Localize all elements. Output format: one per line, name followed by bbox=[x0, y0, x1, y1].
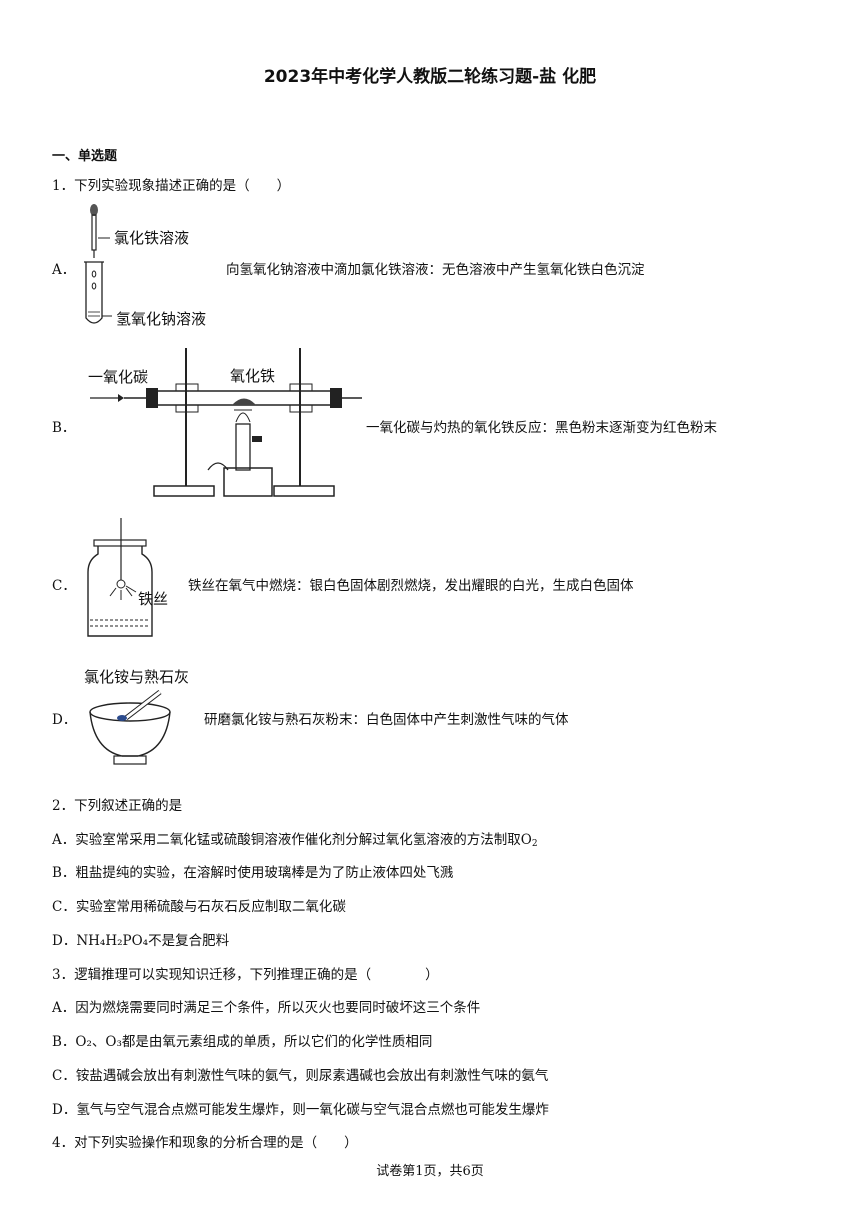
q1-option-d-text: 研磨氯化铵与熟石灰粉末：白色固体中产生刺激性气味的气体 bbox=[204, 712, 569, 728]
mortar-pestle-figure: 氯化铵与熟石灰 bbox=[84, 668, 189, 765]
q3-option-b: B．O₂、O₃都是由氧元素组成的单质，所以它们的化学性质相同 bbox=[52, 1034, 433, 1050]
question-3-stem: 3．逻辑推理可以实现知识迁移，下列推理正确的是（ ） bbox=[52, 967, 439, 983]
q1-option-c-letter: C． bbox=[52, 578, 76, 594]
q2-option-c: C．实验室常用稀硫酸与石灰石反应制取二氧化碳 bbox=[52, 899, 346, 915]
page-footer: 试卷第1页，共6页 bbox=[376, 1164, 484, 1179]
fig-label-iron-oxide: 氧化铁 bbox=[230, 367, 275, 385]
question-4-stem: 4．对下列实验操作和现象的分析合理的是（ ） bbox=[52, 1135, 358, 1151]
iron-wire-combustion-figure: 铁丝 bbox=[87, 518, 168, 637]
fig-label-ferric-chloride: 氯化铁溶液 bbox=[114, 229, 189, 247]
dropper-test-tube-figure: 氯化铁溶液 氢氧化钠溶液 bbox=[84, 204, 206, 328]
fig-label-ammonium-chloride-lime: 氯化铵与熟石灰 bbox=[84, 668, 189, 686]
q1-option-b-letter: B． bbox=[52, 420, 76, 436]
q1-option-a-text: 向氢氧化钠溶液中滴加氯化铁溶液：无色溶液中产生氢氧化铁白色沉淀 bbox=[226, 262, 645, 278]
q1-option-d-letter: D． bbox=[52, 712, 77, 728]
q1-option-a-letter: A． bbox=[52, 262, 76, 278]
co-reduction-apparatus-figure: 一氧化碳 氧化铁 bbox=[88, 348, 362, 497]
q3-option-d: D．氢气与空气混合点燃可能发生爆炸，则一氧化碳与空气混合点燃也可能发生爆炸 bbox=[52, 1102, 549, 1118]
q3-option-c: C．铵盐遇碱会放出有刺激性气味的氨气，则尿素遇碱也会放出有刺激性气味的氨气 bbox=[52, 1068, 549, 1084]
page-title: 2023年中考化学人教版二轮练习题-盐 化肥 bbox=[263, 67, 597, 87]
fig-label-iron-wire: 铁丝 bbox=[138, 590, 168, 608]
question-2-stem: 2．下列叙述正确的是 bbox=[52, 798, 183, 814]
section-heading: 一、单选题 bbox=[52, 149, 118, 164]
q3-option-a: A．因为燃烧需要同时满足三个条件，所以灭火也要同时破坏这三个条件 bbox=[52, 1000, 481, 1016]
q2-option-a: A．实验室常采用二氧化锰或硫酸铜溶液作催化剂分解过氧化氢溶液的方法制取O2 bbox=[52, 832, 538, 849]
fig-label-sodium-hydroxide: 氢氧化钠溶液 bbox=[116, 310, 206, 328]
q2-option-b: B．粗盐提纯的实验，在溶解时使用玻璃棒是为了防止液体四处飞溅 bbox=[52, 865, 454, 881]
fig-label-carbon-monoxide: 一氧化碳 bbox=[88, 368, 148, 386]
q1-option-b-text: 一氧化碳与灼热的氧化铁反应：黑色粉末逐渐变为红色粉末 bbox=[366, 420, 717, 436]
q2-option-d: D．NH₄H₂PO₄不是复合肥料 bbox=[52, 933, 230, 949]
question-1-stem: 1．下列实验现象描述正确的是（ ） bbox=[52, 178, 291, 194]
q1-option-c-text: 铁丝在氧气中燃烧：银白色固体剧烈燃烧，发出耀眼的白光，生成白色固体 bbox=[188, 578, 634, 594]
